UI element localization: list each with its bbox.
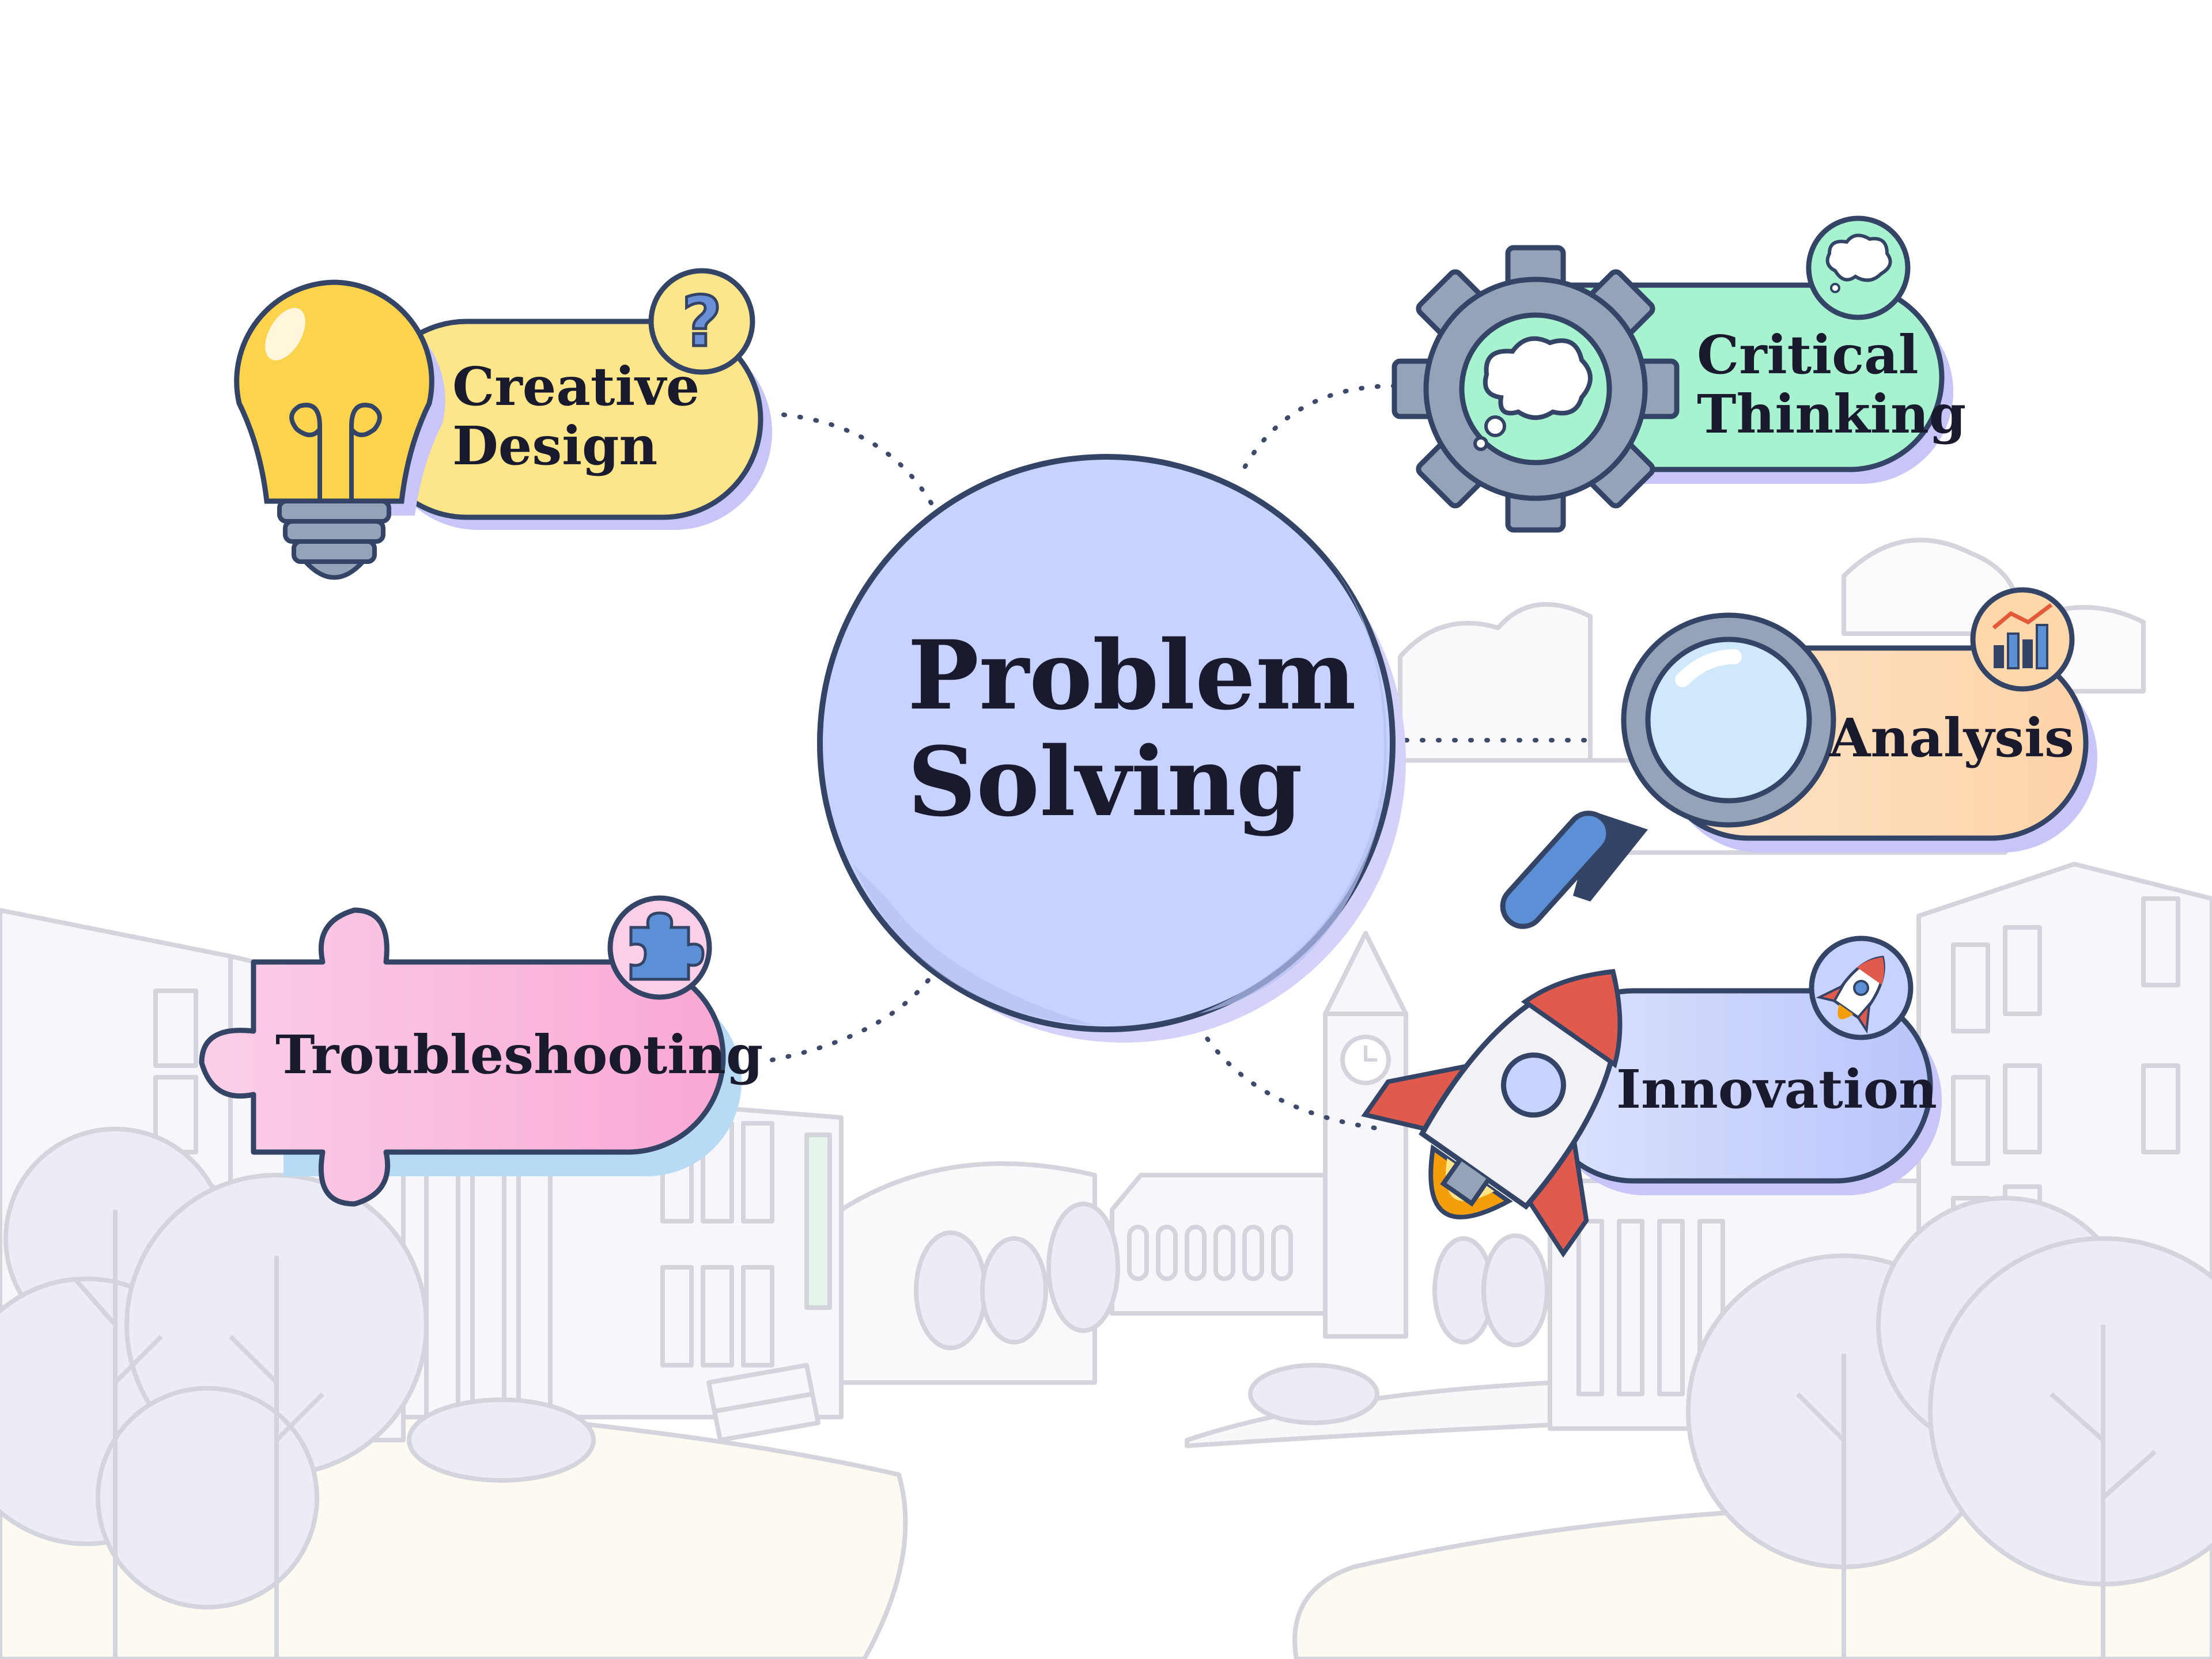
critical-thinking-node — [1392, 215, 1953, 533]
center-title: Problem Solving — [908, 622, 1356, 835]
magnifying-glass-icon — [1500, 612, 1836, 929]
puzzle-piece-icon — [199, 907, 726, 1207]
connector-critical-thinking — [1237, 384, 1397, 480]
center-title-line1: Problem — [908, 619, 1356, 731]
critical-thinking-label: Critical Thinking — [1697, 325, 1966, 444]
trees — [0, 1127, 2212, 1659]
gear-icon — [1392, 245, 1680, 533]
creative-design-line2: Design — [452, 415, 658, 478]
question-mark-icon: ? — [648, 268, 755, 375]
connector-creative-design — [781, 412, 936, 509]
connector-troubleshooting — [770, 971, 936, 1062]
creative-design-label: Creative Design — [452, 357, 699, 476]
svg-text:?: ? — [682, 282, 722, 362]
creative-design-line1: Creative — [452, 355, 700, 418]
puzzle-icon — [607, 895, 712, 1000]
center-title-line2: Solving — [908, 725, 1303, 838]
lightbulb-icon — [234, 279, 445, 580]
thought-bubble-icon — [1806, 215, 1911, 320]
troubleshooting-label: Troubleshooting — [275, 1024, 763, 1086]
bar-chart-icon — [1970, 587, 2075, 692]
analysis-label: Analysis — [1829, 707, 2074, 769]
innovation-label: Innovation — [1616, 1058, 1937, 1120]
critical-thinking-line1: Critical — [1697, 324, 1919, 386]
center-node — [817, 454, 1406, 1043]
rocket-icon — [1361, 969, 1623, 1258]
innovation-node — [1361, 935, 1942, 1258]
analysis-node — [1500, 587, 2097, 929]
rocket-badge-icon — [1809, 935, 1914, 1040]
critical-thinking-line2: Thinking — [1697, 383, 1967, 446]
connectors — [770, 384, 1598, 1131]
troubleshooting-node — [199, 895, 742, 1207]
creative-design-node: ? — [234, 268, 772, 580]
